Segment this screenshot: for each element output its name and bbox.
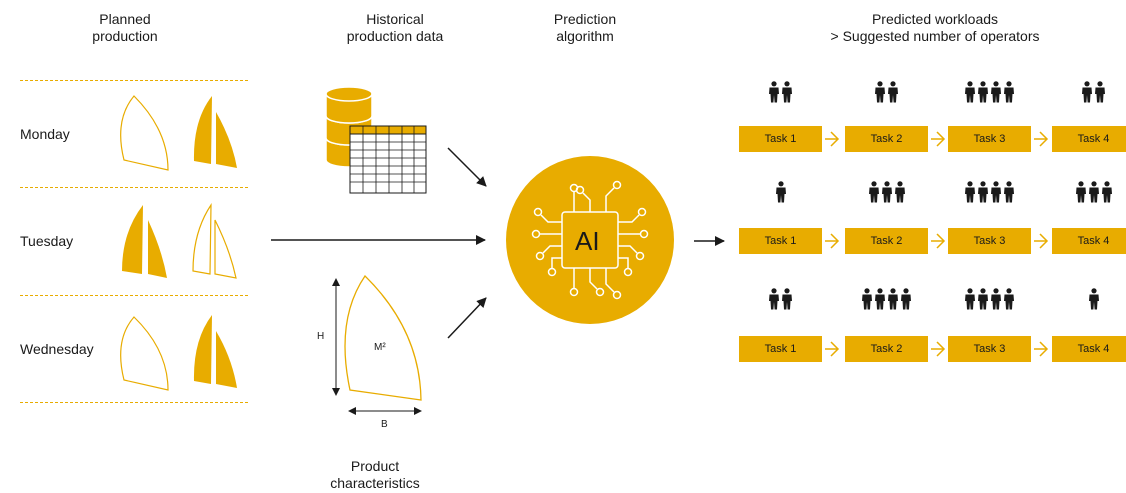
task-box: Task 1 [739, 126, 822, 152]
separator [20, 402, 248, 403]
task-box: Task 2 [845, 228, 928, 254]
person-icon [1003, 180, 1015, 208]
person-icon [868, 180, 880, 208]
header-historical-data: Historical production data [346, 11, 444, 44]
operator-group [739, 180, 822, 208]
person-icon [1081, 80, 1093, 108]
person-icon [990, 287, 1002, 315]
spreadsheet-icon [349, 125, 427, 194]
person-icon [768, 287, 780, 315]
sail-filled-icon [122, 205, 167, 278]
person-icon [881, 180, 893, 208]
day-label-tuesday: Tuesday [20, 233, 74, 249]
person-icon [977, 80, 989, 108]
chevron-right-icon [830, 233, 840, 249]
task-box: Task 2 [845, 126, 928, 152]
person-icon [990, 80, 1002, 108]
ai-chip-icon [506, 156, 674, 324]
sail-filled-icon [193, 96, 237, 168]
operator-group [1052, 180, 1126, 208]
task-box: Task 1 [739, 336, 822, 362]
height-label: H [317, 331, 325, 342]
person-icon [781, 287, 793, 315]
operator-group [739, 287, 822, 315]
operator-group [1052, 287, 1126, 315]
task-box: Task 3 [948, 126, 1031, 152]
task-box: Task 4 [1052, 126, 1126, 152]
person-icon [990, 180, 1002, 208]
arrow-icon [447, 147, 487, 187]
operator-group [845, 287, 928, 315]
sail-outline-icon [192, 202, 237, 279]
person-icon [1088, 180, 1100, 208]
chevron-right-icon [936, 341, 946, 357]
person-icon [1003, 80, 1015, 108]
person-icon [887, 287, 899, 315]
chevron-right-icon [830, 341, 840, 357]
person-icon [1094, 80, 1106, 108]
product-characteristics-label: Product characteristics [330, 458, 420, 491]
task-box: Task 4 [1052, 336, 1126, 362]
person-icon [887, 80, 899, 108]
separator [20, 187, 248, 188]
task-box: Task 1 [739, 228, 822, 254]
person-icon [964, 80, 976, 108]
header-prediction-algorithm: Prediction algorithm [553, 11, 617, 44]
task-box: Task 3 [948, 228, 1031, 254]
header-planned-production: Planned production [92, 11, 158, 44]
person-icon [894, 180, 906, 208]
operator-group [845, 80, 928, 108]
operator-group [1052, 80, 1126, 108]
operator-group [948, 287, 1031, 315]
area-label: M² [374, 342, 386, 353]
operator-group [845, 180, 928, 208]
person-icon [781, 80, 793, 108]
chevron-right-icon [936, 233, 946, 249]
person-icon [874, 287, 886, 315]
chevron-right-icon [936, 131, 946, 147]
task-box: Task 3 [948, 336, 1031, 362]
ai-label: AI [575, 226, 600, 256]
separator [20, 80, 248, 81]
person-icon [1101, 180, 1113, 208]
sail-outline-icon [120, 95, 169, 171]
chevron-right-icon [1039, 341, 1049, 357]
person-icon [874, 80, 886, 108]
day-label-wednesday: Wednesday [20, 341, 94, 357]
person-icon [977, 287, 989, 315]
person-icon [1088, 287, 1100, 315]
sail-outline-icon [120, 316, 169, 391]
chevron-right-icon [1039, 131, 1049, 147]
day-label-monday: Monday [20, 126, 70, 142]
base-label: B [381, 419, 388, 430]
task-box: Task 4 [1052, 228, 1126, 254]
product-sail-icon [344, 274, 422, 401]
separator [20, 295, 248, 296]
person-icon [964, 180, 976, 208]
sail-filled-icon [193, 315, 237, 388]
task-box: Task 2 [845, 336, 928, 362]
operator-group [739, 80, 822, 108]
chevron-right-icon [1039, 233, 1049, 249]
chevron-right-icon [830, 131, 840, 147]
person-icon [977, 180, 989, 208]
person-icon [768, 80, 780, 108]
arrow-icon [447, 297, 487, 339]
operator-group [948, 180, 1031, 208]
person-icon [775, 180, 787, 208]
header-predicted-workloads: Predicted workloads > Suggested number o… [830, 11, 1040, 44]
operator-group [948, 80, 1031, 108]
person-icon [1075, 180, 1087, 208]
person-icon [900, 287, 912, 315]
person-icon [1003, 287, 1015, 315]
person-icon [964, 287, 976, 315]
person-icon [861, 287, 873, 315]
